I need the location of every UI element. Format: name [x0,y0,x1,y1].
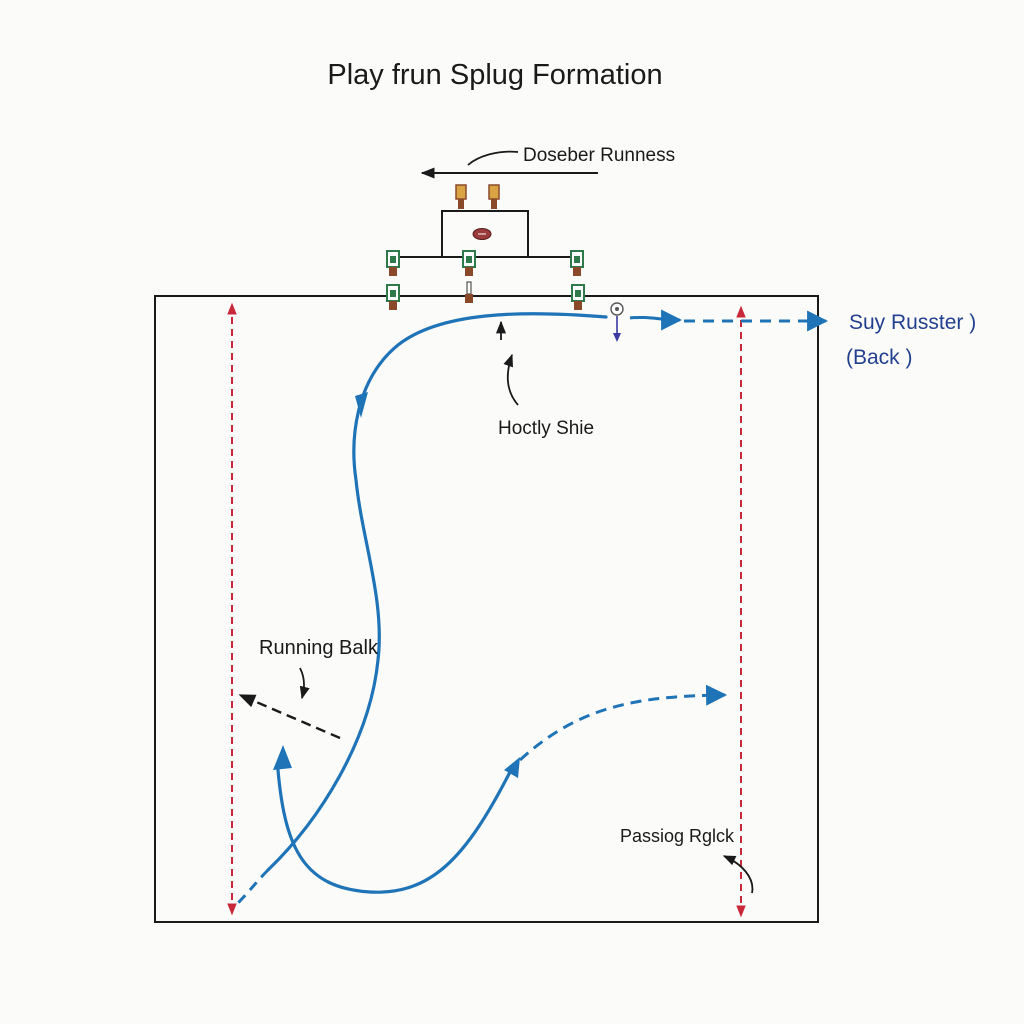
player-icon [386,250,400,276]
football-icon [472,228,492,240]
pointer-curve-top [467,150,519,166]
diagram-title: Play frun Splug Formation [327,59,662,91]
formation [386,184,585,310]
pointer-hoctly [503,353,519,406]
route-arrow-up-left [273,745,292,770]
label-passing-rack: Passiog Rglck [620,826,735,846]
player-icon [386,284,400,310]
route-black-dashed [238,693,341,740]
player-icon [488,184,500,209]
route-arrow-upper-left [355,392,368,418]
player-icon [465,281,473,303]
label-defender-runness: Doseber Runness [523,145,675,166]
label-suy-russter: Suy Russter ) [849,311,976,334]
player-icon [462,250,476,276]
label-back: (Back ) [846,346,913,369]
label-running-back: Running Balk [259,637,379,659]
target-icon [610,302,624,342]
player-icon [570,250,584,276]
player-icon [571,284,585,310]
route-bottom-loop [276,768,512,894]
label-hoctly-shie: Hoctly Shie [498,418,594,439]
route-arrow-mid [504,757,520,778]
player-icon [455,184,467,209]
pointer-running-back [299,667,310,700]
route-main-tail-dashed [234,868,270,907]
route-dashed-right [518,684,728,762]
pointer-passing-rack [722,855,754,894]
route-right-solid [629,309,683,331]
route-main-s-curve [266,312,608,872]
